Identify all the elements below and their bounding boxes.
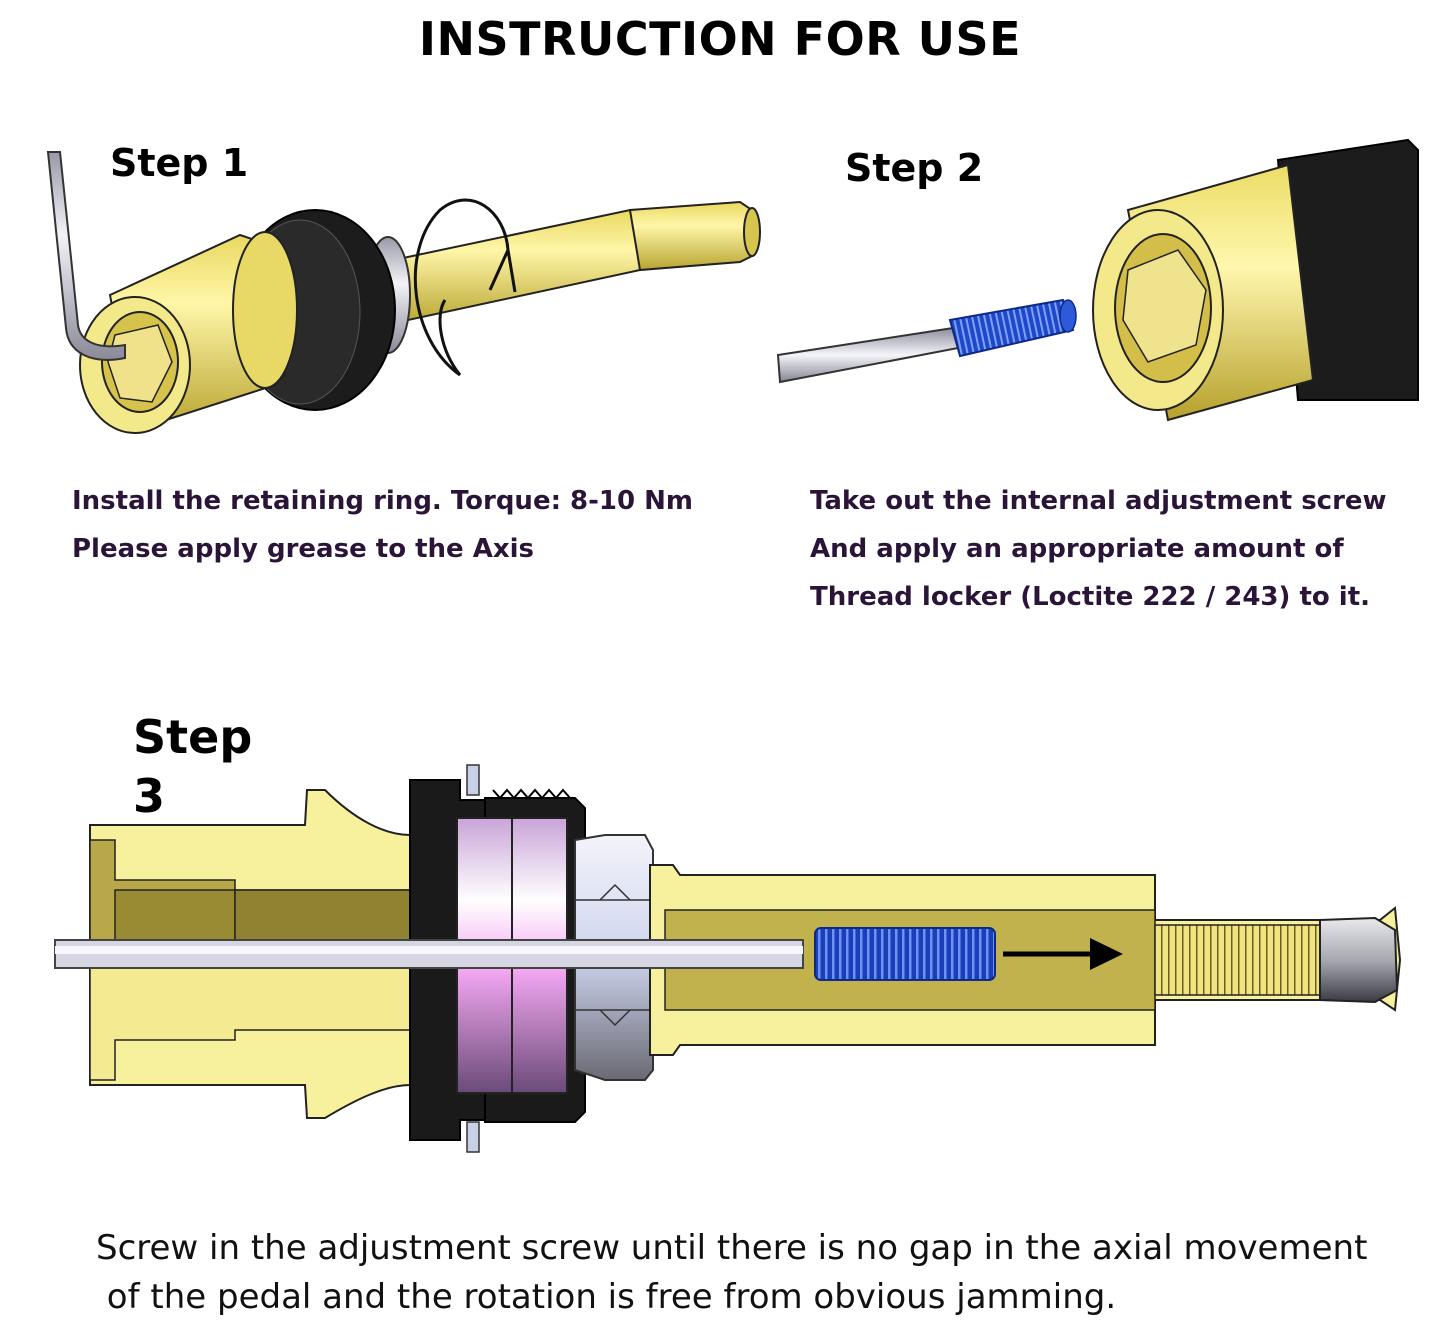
step-2-line-1: Take out the internal adjustment screw: [810, 486, 1387, 516]
step-3-label: Step 3: [133, 708, 252, 826]
step-1-line-1: Install the retaining ring. Torque: 8-10…: [72, 486, 693, 516]
step-1-line-2: Please apply grease to the Axis: [72, 534, 535, 564]
direction-arrow-icon: [1003, 938, 1123, 970]
step-3-cross-section: [54, 764, 1402, 1153]
step-3-label-word: Step: [133, 710, 253, 764]
step-3-line-2: of the pedal and the rotation is free fr…: [96, 1277, 1117, 1318]
step-2-instructions: Take out the internal adjustment screw A…: [810, 478, 1387, 622]
step-1-instructions: Install the retaining ring. Torque: 8-10…: [72, 478, 693, 574]
step-2-line-2: And apply an appropriate amount of: [810, 534, 1344, 564]
page-title: INSTRUCTION FOR USE: [418, 12, 1022, 66]
step-3-line-1: Screw in the adjustment screw until ther…: [96, 1228, 1368, 1268]
step-1-label: Step 1: [110, 141, 249, 185]
rotation-arrow-icon: [413, 198, 517, 377]
step-2-illustration: [776, 138, 1419, 422]
step-1-illustration: [46, 151, 761, 434]
step-2-line-3: Thread locker (Loctite 222 / 243) to it.: [810, 582, 1371, 612]
step-3-instructions: Screw in the adjustment screw until ther…: [96, 1224, 1367, 1323]
step-3-label-number: 3: [133, 768, 166, 823]
step-2-label: Step 2: [845, 146, 984, 190]
hex-key-icon: [46, 151, 126, 361]
